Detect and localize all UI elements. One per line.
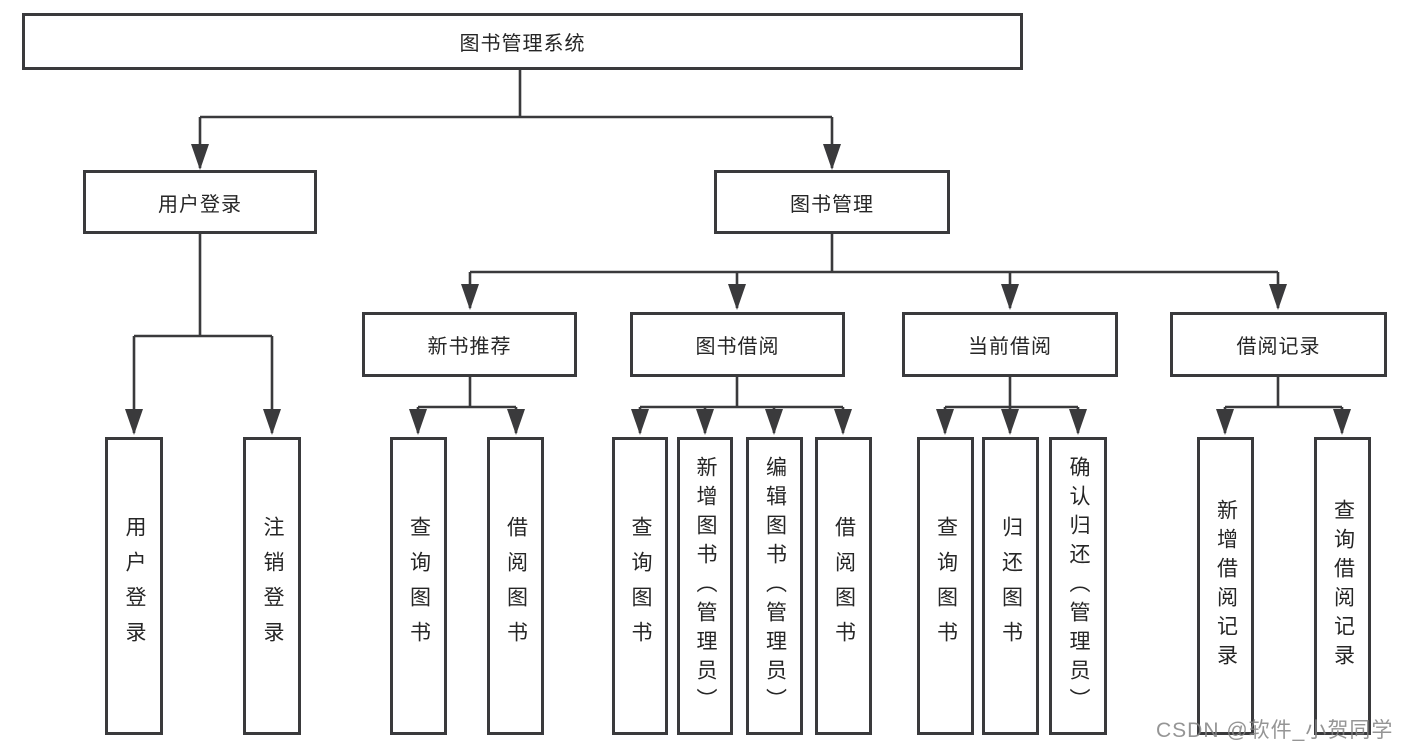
node-book-borrow: 图书借阅 bbox=[630, 312, 845, 377]
leaf-add-books-admin: 新增图书（管理员） bbox=[677, 437, 733, 735]
leaf-borrow-books: 借阅图书 bbox=[815, 437, 872, 735]
leaf-query-books-borrow: 查询图书 bbox=[612, 437, 668, 735]
node-book-management: 图书管理 bbox=[714, 170, 950, 234]
leaf-query-books-current: 查询图书 bbox=[917, 437, 974, 735]
leaf-borrow-books-recommend: 借阅图书 bbox=[487, 437, 544, 735]
node-current-borrow: 当前借阅 bbox=[902, 312, 1118, 377]
leaf-user-login: 用户登录 bbox=[105, 437, 163, 735]
node-library-management-system: 图书管理系统 bbox=[22, 13, 1023, 70]
leaf-query-books-recommend: 查询图书 bbox=[390, 437, 447, 735]
leaf-edit-books-admin: 编辑图书（管理员） bbox=[746, 437, 803, 735]
leaf-query-borrow-record: 查询借阅记录 bbox=[1314, 437, 1371, 735]
leaf-logout: 注销登录 bbox=[243, 437, 301, 735]
node-borrow-records: 借阅记录 bbox=[1170, 312, 1387, 377]
node-user-login: 用户登录 bbox=[83, 170, 317, 234]
leaf-return-books: 归还图书 bbox=[982, 437, 1039, 735]
csdn-watermark: CSDN @软件_小贺同学 bbox=[1156, 719, 1394, 742]
leaf-add-borrow-record: 新增借阅记录 bbox=[1197, 437, 1254, 735]
leaf-confirm-return-admin: 确认归还（管理员） bbox=[1049, 437, 1107, 735]
node-new-book-recommend: 新书推荐 bbox=[362, 312, 577, 377]
